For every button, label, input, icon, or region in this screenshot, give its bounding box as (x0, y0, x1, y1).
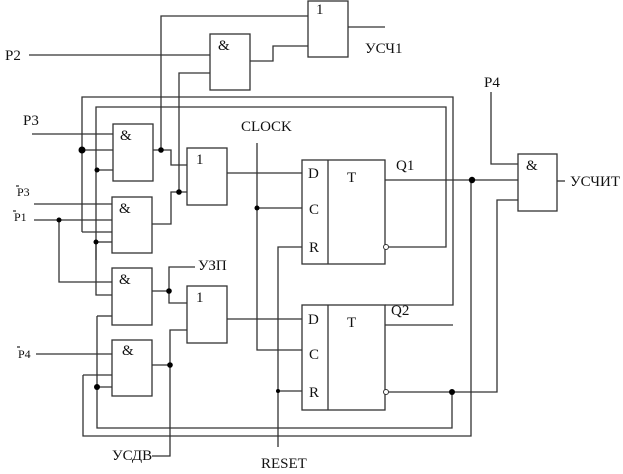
label-q1: Q1 (396, 158, 414, 174)
junction (254, 205, 260, 211)
ff2-type: T (347, 315, 356, 331)
junction (56, 217, 62, 223)
and-gate-2 (111, 196, 153, 254)
wire-p4 (490, 92, 518, 165)
wire-uzp (168, 266, 195, 291)
wire-q2-inv (385, 199, 518, 393)
and-gate-right (517, 153, 558, 212)
label-usch1: УСЧ1 (365, 41, 403, 57)
top-section (29, 15, 385, 192)
junction (167, 362, 173, 368)
and-gate-3 (111, 267, 153, 326)
junction (449, 389, 455, 395)
clock-reset-wires (256, 143, 302, 447)
wire-and3-or2 (152, 290, 187, 304)
and-gate-4-symbol: & (122, 343, 134, 359)
wire-bottom-loop-2 (82, 180, 472, 437)
junction (158, 147, 164, 153)
junctions (56, 146, 476, 395)
and-gate-2-symbol: & (119, 201, 131, 217)
wire-and1-to-ortop (160, 15, 308, 150)
junction (276, 389, 280, 393)
label-p1-inv: P1 (14, 210, 27, 224)
label-p3: P3 (23, 113, 39, 129)
or-gate-1-symbol: 1 (196, 152, 204, 168)
label-uschit: УСЧИТ (570, 174, 620, 190)
wire-andtop-to-ortop (250, 45, 308, 62)
ff2-pin-d: D (308, 312, 319, 328)
label-p3-inv: P3 (17, 185, 30, 199)
label-p2: P2 (5, 48, 21, 64)
label-uzp: УЗП (198, 258, 227, 274)
wire-frame-inner (95, 106, 447, 260)
wire-clock (256, 143, 302, 351)
junction (94, 384, 100, 390)
ff1-pin-r: R (309, 240, 319, 256)
label-q2: Q2 (391, 303, 409, 319)
q1-inverted-output (383, 244, 389, 250)
or-gate-top (307, 0, 349, 58)
or-gate-top-symbol: 1 (316, 2, 324, 18)
wire-bottom-loop-1 (96, 387, 453, 429)
wire-and4-in (96, 316, 112, 388)
junction (78, 146, 86, 154)
or-gate-2-symbol: 1 (196, 290, 204, 306)
label-clock: CLOCK (241, 119, 292, 135)
and-gate-top (209, 33, 251, 91)
and-gate-4 (111, 339, 153, 397)
wire-frame-and3-b (95, 242, 112, 296)
junction (468, 176, 476, 184)
ff1-type: T (347, 170, 356, 186)
wire-junction-to-andtop (178, 72, 210, 192)
junction (176, 189, 182, 195)
label-p4: P4 (484, 75, 500, 91)
label-p4-inv: P4 (18, 347, 31, 361)
wire-and1-or1 (153, 149, 187, 166)
label-usdv: УСДВ (112, 448, 152, 464)
junction (94, 167, 100, 173)
label-reset: RESET (261, 456, 307, 472)
and-gate-3-symbol: & (119, 272, 131, 288)
wire-and4-or2 (152, 329, 187, 366)
junction (93, 239, 99, 245)
flipflop-2 (301, 304, 386, 411)
q2-inverted-output (383, 389, 389, 395)
and-gate-top-symbol: & (218, 38, 230, 54)
ff1-pin-c: C (309, 202, 319, 218)
and-gate-1 (112, 123, 154, 182)
ff2-pin-r: R (309, 385, 319, 401)
flipflop-1 (301, 159, 386, 265)
or-gate-1 (186, 147, 228, 206)
input-wires (32, 133, 113, 388)
wire-reset (277, 246, 302, 447)
q-wires (385, 92, 565, 393)
ff2-pin-c: C (309, 347, 319, 363)
junction (166, 288, 172, 294)
wire-usdv (152, 365, 171, 457)
and-gate-right-symbol: & (526, 158, 538, 174)
and-gate-1-symbol: & (120, 128, 132, 144)
feedback-wires (81, 96, 472, 437)
wire-p1-inv-branch (58, 220, 112, 283)
or-gate-2 (186, 285, 228, 344)
ff1-pin-d: D (308, 166, 319, 182)
wire-and2-or1 (152, 191, 187, 225)
wire-frame-outer (81, 96, 454, 306)
gate-interconnect (152, 149, 302, 457)
